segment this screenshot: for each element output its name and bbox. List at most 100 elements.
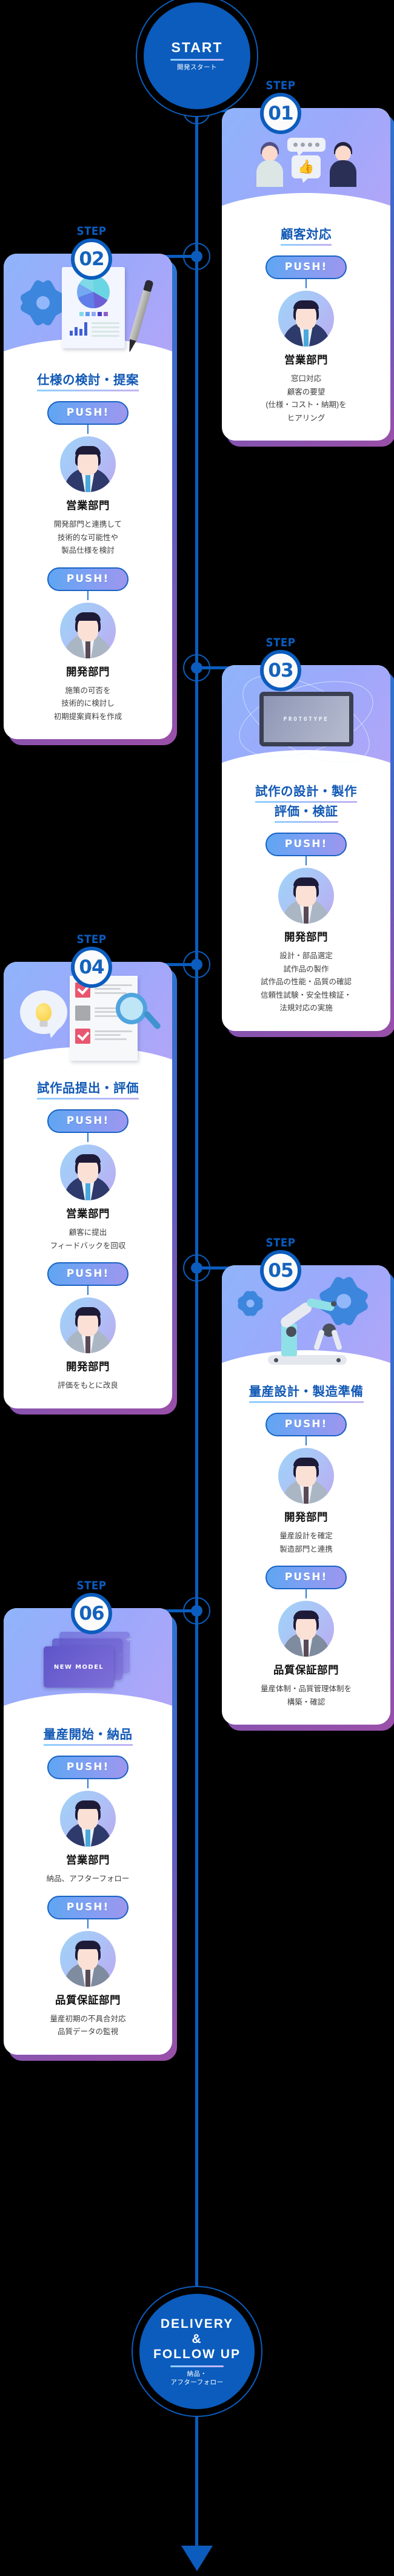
step-title: 量産開始・納品 bbox=[15, 1726, 161, 1746]
avatar bbox=[278, 1448, 334, 1504]
step-word: STEP bbox=[265, 1236, 296, 1249]
push-tail bbox=[306, 1436, 307, 1446]
step-illustration: 👍 bbox=[222, 108, 390, 216]
new-model-stack-icon: ✦✦NEW MODEL bbox=[42, 1632, 133, 1692]
spine-node bbox=[183, 951, 210, 978]
step-number: 02 bbox=[71, 238, 112, 280]
push-tail bbox=[306, 1589, 307, 1599]
role-description: 量産初期の不具合対応 品質データの監視 bbox=[50, 2014, 126, 2037]
push-button-wrap: PUSH! bbox=[4, 1109, 172, 1143]
prototype-screen-label: PROTOTYPE bbox=[283, 715, 329, 723]
end-terminal: DELIVERY & FOLLOW UP 納品・ アフターフォロー bbox=[139, 2294, 255, 2409]
illustration-meeting: 👍 bbox=[222, 108, 390, 216]
step-title: 試作の設計・製作評価・検証 bbox=[233, 783, 379, 823]
end-subtitle: 納品・ アフターフォロー bbox=[170, 2370, 224, 2386]
illustration-new-model: ✦✦NEW MODEL bbox=[4, 1608, 172, 1716]
push-button[interactable]: PUSH! bbox=[265, 1413, 347, 1437]
push-button-wrap: PUSH! bbox=[222, 1566, 390, 1599]
chat-bubble-icon bbox=[287, 137, 326, 152]
step-number: 06 bbox=[71, 1593, 112, 1634]
role-block: 営業部門顧客に提出 フィードバックを回収 bbox=[4, 1144, 172, 1253]
step-card-06[interactable]: ✦✦NEW MODEL量産開始・納品PUSH!営業部門納品、アフターフォローPU… bbox=[4, 1608, 172, 2055]
illustration-prototype: PROTOTYPE bbox=[222, 665, 390, 773]
pen-icon bbox=[129, 285, 152, 343]
step-card-03[interactable]: PROTOTYPE 試作の設計・製作評価・検証 PUSH! 開発部門設計・部品選定 試… bbox=[222, 665, 390, 1031]
avatar bbox=[278, 868, 334, 924]
role-description: 窓口対応 顧客の要望 (仕様・コスト・納期)を ヒアリング bbox=[265, 374, 347, 422]
gear-icon bbox=[325, 1282, 362, 1320]
push-tail bbox=[87, 1919, 88, 1929]
role-name: 開発部門 bbox=[284, 1511, 328, 1524]
push-button[interactable]: PUSH! bbox=[47, 567, 129, 591]
avatar bbox=[60, 1791, 116, 1847]
idea-bulb-icon bbox=[20, 990, 67, 1034]
illustration-evaluation bbox=[4, 962, 172, 1070]
step-word: STEP bbox=[265, 79, 296, 92]
role-name: 開発部門 bbox=[66, 665, 110, 678]
robot-arm-icon bbox=[263, 1292, 354, 1365]
avatar bbox=[60, 1144, 116, 1201]
role-description: 量産設計を確定 製造部門と連携 bbox=[279, 1532, 333, 1553]
role-block: 開発部門施策の可否を 技術的に検討し 初期提案資料を作成 bbox=[4, 602, 172, 724]
start-subtitle: 開発スタート bbox=[177, 63, 217, 71]
avatar bbox=[278, 291, 334, 347]
role-name: 品質保証部門 bbox=[55, 1993, 121, 2006]
start-rule bbox=[170, 58, 224, 61]
step-card-01[interactable]: 👍 顧客対応 PUSH! 営業部門窓口対応 顧客の要望 (仕様・コスト・納期)を ヒア… bbox=[222, 108, 390, 441]
magnifier-icon bbox=[116, 993, 147, 1024]
push-button[interactable]: PUSH! bbox=[47, 1109, 129, 1134]
spine-node bbox=[183, 654, 210, 681]
start-terminal: START 開発スタート bbox=[144, 2, 250, 109]
push-tail bbox=[87, 425, 88, 434]
push-tail bbox=[87, 1779, 88, 1789]
step-illustration: ✦✦NEW MODEL bbox=[4, 1608, 172, 1716]
push-button[interactable]: PUSH! bbox=[47, 1756, 129, 1780]
flow-arrow-head bbox=[181, 2546, 213, 2571]
push-button[interactable]: PUSH! bbox=[265, 833, 347, 857]
checklist-icon bbox=[70, 976, 147, 1061]
avatar bbox=[60, 1297, 116, 1354]
avatar bbox=[60, 436, 116, 493]
flow-spine bbox=[195, 73, 198, 2318]
step-word: STEP bbox=[76, 225, 107, 238]
push-button[interactable]: PUSH! bbox=[47, 401, 129, 425]
role-description: 開発部門と連携して 技術的な可能性や 製品仕様を検討 bbox=[53, 520, 122, 555]
gear-icon bbox=[25, 285, 61, 320]
role-block: 品質保証部門量産初期の不具合対応 品質データの監視 bbox=[4, 1930, 172, 2039]
report-document-icon bbox=[62, 267, 125, 348]
role-description: 設計・部品選定 試作品の製作 試作品の性能・品質の確認 信頼性試験・安全性検証・… bbox=[260, 952, 352, 1013]
role-description: 顧客に提出 フィードバックを回収 bbox=[50, 1228, 126, 1250]
role-description: 施策の可否を 技術的に検討し 初期提案資料を作成 bbox=[53, 686, 122, 721]
role-name: 営業部門 bbox=[66, 1208, 110, 1220]
gear-icon bbox=[240, 1293, 261, 1314]
role-name: 開発部門 bbox=[66, 1361, 110, 1373]
prototype-screen-icon: PROTOTYPE bbox=[259, 692, 353, 746]
push-button[interactable]: PUSH! bbox=[47, 1895, 129, 1919]
avatar bbox=[278, 1601, 334, 1657]
push-button-wrap: PUSH! bbox=[4, 1262, 172, 1296]
push-button[interactable]: PUSH! bbox=[47, 1262, 129, 1286]
push-button-wrap: PUSH! bbox=[4, 1756, 172, 1789]
push-tail bbox=[87, 1286, 88, 1296]
push-button[interactable]: PUSH! bbox=[265, 1566, 347, 1590]
role-name: 営業部門 bbox=[284, 354, 328, 367]
role-block: 開発部門量産設計を確定 製造部門と連携 bbox=[222, 1448, 390, 1556]
spine-node bbox=[183, 1597, 210, 1624]
role-block: 開発部門評価をもとに改良 bbox=[4, 1297, 172, 1393]
push-button-wrap: PUSH! bbox=[222, 833, 390, 866]
push-button[interactable]: PUSH! bbox=[265, 255, 347, 280]
avatar bbox=[60, 602, 116, 658]
bar-chart-icon bbox=[67, 320, 87, 336]
push-tail bbox=[87, 590, 88, 600]
flow-tail-line bbox=[195, 2403, 198, 2561]
thumbs-up-bubble-icon: 👍 bbox=[292, 155, 321, 178]
step-title: 顧客対応 bbox=[233, 226, 379, 246]
role-block: 品質保証部門量産体制・品質管理体制を 構築・確認 bbox=[222, 1601, 390, 1709]
role-name: 開発部門 bbox=[284, 931, 328, 944]
role-description: 納品、アフターフォロー bbox=[46, 1875, 130, 1884]
